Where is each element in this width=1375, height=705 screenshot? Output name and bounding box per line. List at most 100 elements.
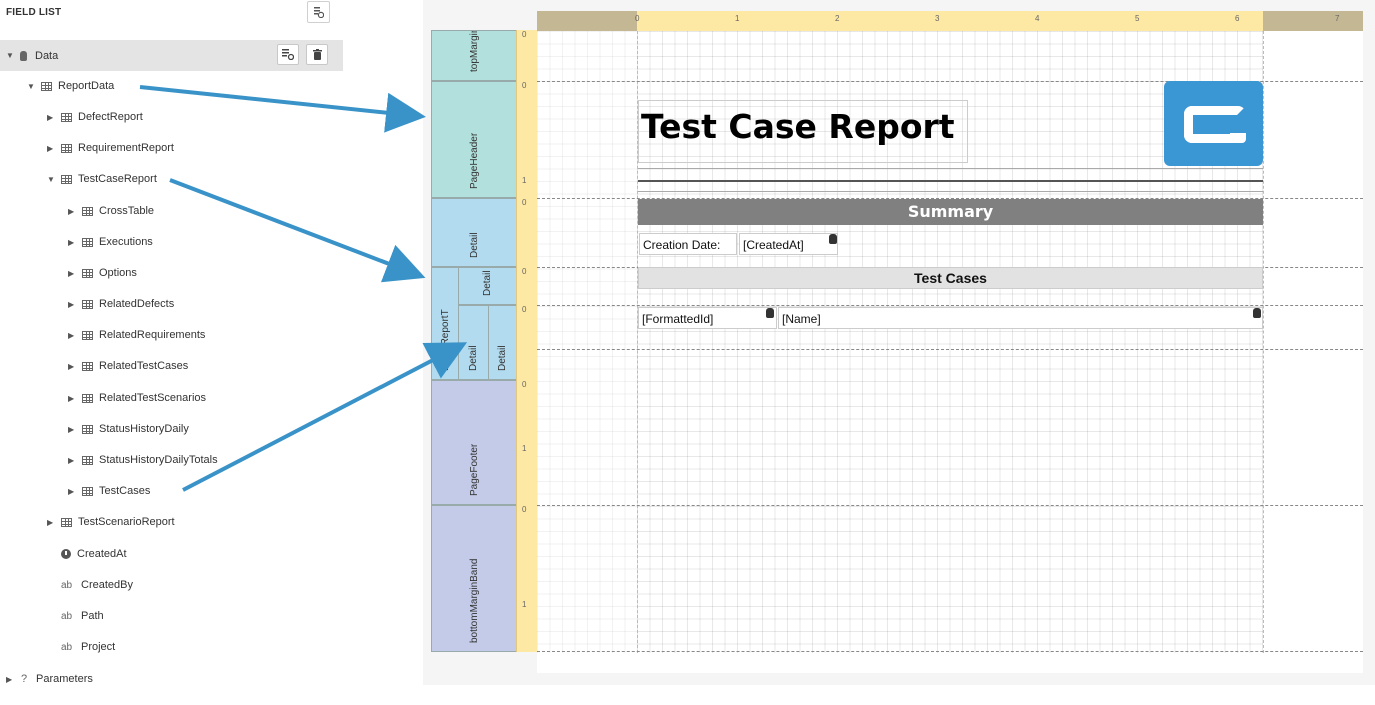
tree-item-createdat[interactable]: CreatedAt — [47, 543, 127, 565]
test-cases-label[interactable]: Test Cases — [638, 267, 1263, 289]
tree-item-data[interactable]: ▼Data — [0, 40, 343, 71]
ruler-tick-label: 5 — [1135, 14, 1140, 23]
right-margin-line — [1263, 31, 1264, 653]
left-margin-area — [537, 31, 637, 653]
expand-right-icon[interactable]: ▶ — [68, 330, 75, 340]
tree-item-label: TestCases — [99, 485, 151, 497]
table-icon — [82, 361, 93, 371]
ab-icon: ab — [61, 610, 73, 622]
tree-item-testscenarioreport[interactable]: ▶ TestScenarioReport — [47, 511, 175, 533]
band-detail[interactable]: Detail — [488, 305, 516, 380]
expand-right-icon[interactable]: ▶ — [68, 424, 75, 434]
table-icon — [82, 455, 93, 465]
creation-date-label[interactable]: Creation Date: — [639, 233, 737, 255]
expand-right-icon[interactable]: ▶ — [68, 486, 75, 496]
expand-right-icon[interactable]: ▶ — [47, 143, 54, 153]
tree-item-reportdata[interactable]: ▼ReportData — [27, 75, 114, 97]
tree-item-label: CrossTable — [99, 205, 155, 217]
tree-item-statushistorydaily[interactable]: ▶ StatusHistoryDaily — [68, 418, 189, 440]
table-icon — [61, 112, 72, 122]
ab-icon: ab — [61, 641, 73, 653]
band-topmargin[interactable]: topMargin — [431, 30, 516, 81]
expand-right-icon[interactable]: ▶ — [47, 517, 54, 527]
table-icon — [82, 486, 93, 496]
band-name-label: DetailReportT — [440, 309, 451, 371]
report-canvas[interactable]: Test Case Report Summary Creation Date: … — [537, 31, 1363, 673]
ruler-tick-label: 7 — [1335, 14, 1340, 23]
expand-right-icon[interactable]: ▶ — [68, 299, 75, 309]
expand-right-icon[interactable]: ▶ — [68, 237, 75, 247]
tree-item-statushistorydailytotals[interactable]: ▶StatusHistoryDailyTotals — [68, 449, 218, 471]
tree-item-options[interactable]: ▶Options — [68, 262, 137, 284]
expand-down-icon[interactable]: ▼ — [47, 174, 55, 184]
band-detail[interactable]: Detail — [458, 305, 488, 380]
summary-label[interactable]: Summary — [638, 199, 1263, 225]
tree-item-label: StatusHistoryDaily — [99, 423, 189, 435]
tree-item-parameters[interactable]: ▶?Parameters — [6, 668, 93, 690]
expand-right-icon[interactable]: ▶ — [68, 206, 75, 216]
band-separator[interactable] — [537, 349, 1363, 350]
tree-item-label: CreatedBy — [81, 579, 133, 591]
band-pagefooter[interactable]: PageFooter — [431, 380, 516, 505]
formatted-id-field[interactable]: [FormattedId] — [638, 307, 777, 329]
band-detailreportt[interactable]: DetailReportT — [431, 267, 458, 380]
expand-right-icon[interactable]: ▶ — [68, 361, 75, 371]
header-line[interactable] — [638, 180, 1263, 182]
band-name-label: Detail — [497, 345, 508, 371]
name-field[interactable]: [Name] — [778, 307, 1263, 329]
table-icon — [82, 424, 93, 434]
add-datasource-button[interactable] — [307, 1, 330, 23]
expand-down-icon[interactable]: ▼ — [27, 81, 35, 91]
tree-item-label: TestScenarioReport — [78, 516, 175, 528]
expand-down-icon[interactable]: ▼ — [6, 51, 14, 60]
band-separator[interactable] — [537, 651, 1363, 652]
tree-item-executions[interactable]: ▶Executions — [68, 231, 153, 253]
tree-item-relatedtestscenarios[interactable]: ▶RelatedTestScenarios — [68, 387, 206, 409]
band-pageheader[interactable]: PageHeader — [431, 81, 516, 198]
field-list-panel: FIELD LIST ▼Data▼ReportData▶DefectReport… — [0, 0, 345, 705]
clock-icon — [61, 549, 71, 559]
tree-item-testcases[interactable]: ▶ TestCases — [68, 480, 150, 502]
ruler-tick-label: 1 — [522, 176, 527, 185]
report-title-label[interactable]: Test Case Report — [638, 100, 968, 163]
edit-datasource-button[interactable] — [277, 44, 299, 65]
expand-right-icon[interactable]: ▶ — [6, 674, 13, 684]
ruler-tick-label: 0 — [522, 81, 527, 90]
created-at-field[interactable]: [CreatedAt] — [739, 233, 838, 255]
header-line-top[interactable] — [638, 168, 1263, 169]
delete-datasource-button[interactable] — [306, 44, 328, 65]
expand-right-icon[interactable]: ▶ — [47, 112, 54, 122]
ruler-tick-label: 1 — [735, 14, 740, 23]
tree-item-label: RequirementReport — [78, 142, 174, 154]
band-separator[interactable] — [537, 81, 1363, 82]
edit-datasource-icon — [282, 49, 294, 60]
tree-item-label: Path — [81, 610, 104, 622]
expand-right-icon[interactable]: ▶ — [68, 268, 75, 278]
ruler-tick-label: 1 — [522, 600, 527, 609]
tree-item-label: Parameters — [36, 673, 93, 685]
tree-item-crosstable[interactable]: ▶ CrossTable — [68, 200, 154, 222]
band-separator[interactable] — [537, 198, 1363, 199]
tree-item-relatedtestcases[interactable]: ▶RelatedTestCases — [68, 355, 188, 377]
header-line-bottom[interactable] — [638, 191, 1263, 192]
expand-right-icon[interactable]: ▶ — [68, 393, 75, 403]
tree-item-requirementreport[interactable]: ▶ RequirementReport — [47, 137, 174, 159]
tree-item-path[interactable]: ab Path — [47, 605, 104, 627]
band-detail[interactable]: Detail — [431, 198, 516, 267]
tree-item-relateddefects[interactable]: ▶RelatedDefects — [68, 293, 174, 315]
company-logo-picture[interactable] — [1164, 81, 1263, 166]
expand-right-icon[interactable]: ▶ — [68, 455, 75, 465]
band-separator[interactable] — [537, 305, 1363, 306]
tree-item-project[interactable]: ab Project — [47, 636, 115, 658]
tree-item-relatedrequirements[interactable]: ▶RelatedRequirements — [68, 324, 205, 346]
tree-item-defectreport[interactable]: ▶DefectReport — [47, 106, 143, 128]
band-separator[interactable] — [537, 505, 1363, 506]
band-bottommarginband[interactable]: bottomMarginBand — [431, 505, 516, 652]
tree-item-label: Project — [81, 641, 116, 653]
tree-item-testcasereport[interactable]: ▼TestCaseReport — [47, 168, 157, 190]
band-detail[interactable]: Detail — [458, 267, 516, 305]
